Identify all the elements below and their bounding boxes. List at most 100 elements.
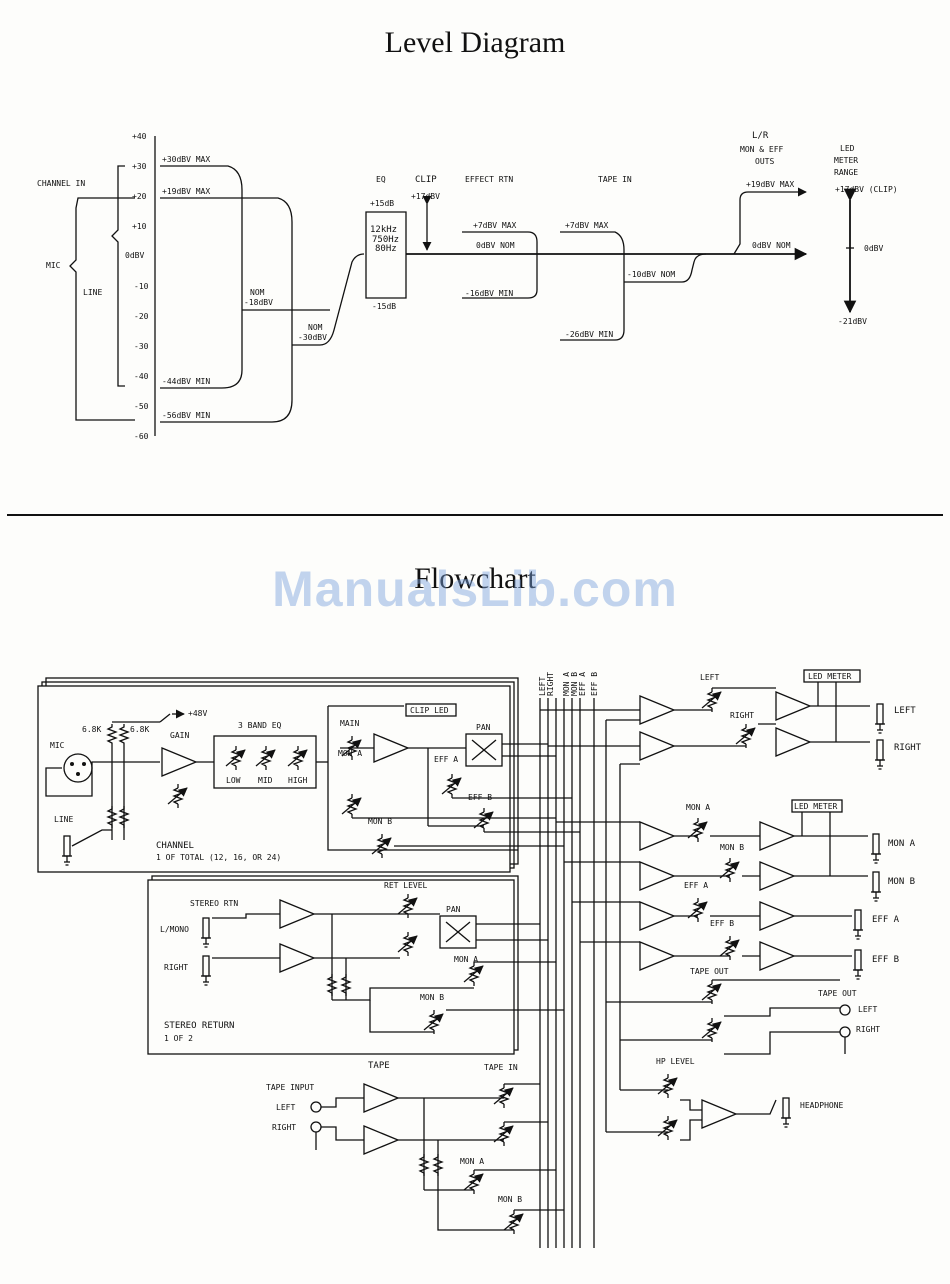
led-meter-label: LED METER	[794, 802, 838, 811]
scale-tick: -10	[134, 282, 149, 291]
eq-band-label: HIGH	[288, 776, 307, 785]
mic-input-label: MIC	[50, 741, 65, 750]
tape-in-label: TAPE IN	[484, 1063, 518, 1072]
xlr-mic-connector	[63, 753, 93, 783]
eq-range-box	[365, 211, 407, 299]
eq-freq: 80Hz	[375, 244, 397, 254]
tape-out-knob-label: TAPE OUT	[690, 967, 729, 976]
scale-tick: +40	[132, 132, 147, 141]
led-meter	[791, 799, 843, 813]
led-label: METER	[834, 156, 858, 165]
min-label: -26dBV MIN	[565, 330, 613, 339]
eq-band-label: MID	[258, 776, 273, 785]
max-label: +19dBV MAX	[162, 187, 210, 196]
led-label: RANGE	[834, 168, 858, 177]
channel-label: CHANNEL	[156, 841, 194, 851]
mon-b-knob-label: MON B	[720, 843, 744, 852]
ret-level-label: RET LEVEL	[384, 881, 428, 890]
tape-in-label: TAPE IN	[598, 175, 632, 184]
clip-value: +17dBV	[411, 192, 440, 201]
right-knob-label: RIGHT	[730, 711, 754, 720]
stereo-return-sub-label: 1 OF 2	[164, 1034, 193, 1043]
nom-label: -10dBV NOM	[627, 270, 675, 279]
eff-a-out-label: EFF A	[872, 915, 900, 925]
mon-a-send-label: MON A	[338, 749, 362, 758]
tape-input-label: TAPE INPUT	[266, 1083, 314, 1092]
flowchart-title: Flowchart	[414, 562, 536, 595]
tape-section: TAPE TAPE INPUT LEFT RIGHT TAPE IN MON A…	[266, 1061, 564, 1234]
max-label: +19dBV MAX	[746, 180, 794, 189]
mon-a-label: MON A	[454, 955, 478, 964]
mon-a-knob-label: MON A	[686, 803, 710, 812]
bus-label: MON A	[562, 672, 571, 696]
nom-value: -30dBV	[298, 333, 327, 342]
nom-label: 0dBV NOM	[752, 241, 791, 250]
tape-label: TAPE	[368, 1061, 390, 1071]
bus-label: EFF A	[578, 672, 587, 696]
pan-label: PAN	[476, 723, 491, 732]
eq-freq: 12kHz	[370, 225, 397, 235]
max-label: +7dBV MAX	[565, 221, 609, 230]
right-label: RIGHT	[164, 963, 188, 972]
outs-label: MON & EFF	[740, 145, 784, 154]
tape-out-left-label: LEFT	[858, 1005, 877, 1014]
channel-in-label: CHANNEL IN	[37, 179, 85, 188]
led-mid: 0dBV	[864, 244, 883, 253]
line-input-label: LINE	[54, 815, 73, 824]
tape-out-label: TAPE OUT	[818, 989, 857, 998]
scale-tick: -50	[134, 402, 149, 411]
max-label: +30dBV MAX	[162, 155, 210, 164]
eff-a-knob-label: EFF A	[684, 881, 708, 890]
mon-b-send-label: MON B	[368, 817, 392, 826]
output-section: LEFT RIGHT LED METER LEFT RIGHT MON A MO…	[540, 669, 922, 1141]
main-fader-label: MAIN	[340, 719, 359, 728]
scale-tick: +20	[132, 192, 147, 201]
nom-label: NOM	[308, 323, 323, 332]
rca-jack	[839, 1004, 851, 1016]
eff-b-knob-label: EFF B	[710, 919, 734, 928]
max-label: +7dBV MAX	[473, 221, 517, 230]
level-diagram-title: Level Diagram	[384, 26, 566, 59]
left-out-label: LEFT	[894, 706, 916, 716]
scale-tick: -60	[134, 432, 149, 441]
eff-b-out-label: EFF B	[872, 955, 899, 965]
line-level-envelope	[160, 197, 293, 423]
scale-tick: +10	[132, 222, 147, 231]
mon-b-label: MON B	[420, 993, 444, 1002]
watermark: ManualsLib.com	[272, 561, 678, 617]
bus-label: RIGHT	[546, 672, 555, 696]
min-label: -16dBV MIN	[465, 289, 513, 298]
led-meter-label: LED METER	[808, 672, 852, 681]
right-out-label: RIGHT	[894, 743, 922, 753]
headphone-label: HEADPHONE	[800, 1101, 844, 1110]
tape-left-label: LEFT	[276, 1103, 295, 1112]
nom-label: 0dBV NOM	[476, 241, 515, 250]
eq-band-label: LOW	[226, 776, 241, 785]
led-meter	[803, 669, 861, 683]
eq-block-label: 3 BAND EQ	[238, 721, 282, 730]
clip-label: CLIP	[415, 175, 437, 185]
nom-label: NOM	[250, 288, 265, 297]
min-label: -44dBV MIN	[162, 377, 210, 386]
effect-rtn-label: EFFECT RTN	[465, 175, 513, 184]
mon-a-label: MON A	[460, 1157, 484, 1166]
stereo-rtn-label: STEREO RTN	[190, 899, 238, 908]
line-label: LINE	[83, 288, 102, 297]
mon-b-out-label: MON B	[888, 877, 915, 887]
scale-tick: +30	[132, 162, 147, 171]
led-bot: -21dBV	[838, 317, 867, 326]
scale-tick: -40	[134, 372, 149, 381]
eq-freq: 750Hz	[372, 235, 399, 245]
level-scale: +40 +30 +20 +10 0dBV -10 -20 -30 -40 -50…	[125, 132, 156, 441]
mic-range-brace	[111, 165, 125, 387]
scale-tick: -30	[134, 342, 149, 351]
min-label: -56dBV MIN	[162, 411, 210, 420]
eq-plus: +15dB	[370, 199, 394, 208]
rca-jack	[310, 1101, 322, 1113]
clip-led-label: CLIP LED	[410, 706, 449, 715]
bus-label: LEFT	[538, 677, 547, 696]
clip-led	[405, 703, 457, 717]
mic-level-envelope	[160, 165, 243, 389]
eq-minus: -15dB	[372, 302, 396, 311]
mon-a-out-label: MON A	[888, 839, 916, 849]
